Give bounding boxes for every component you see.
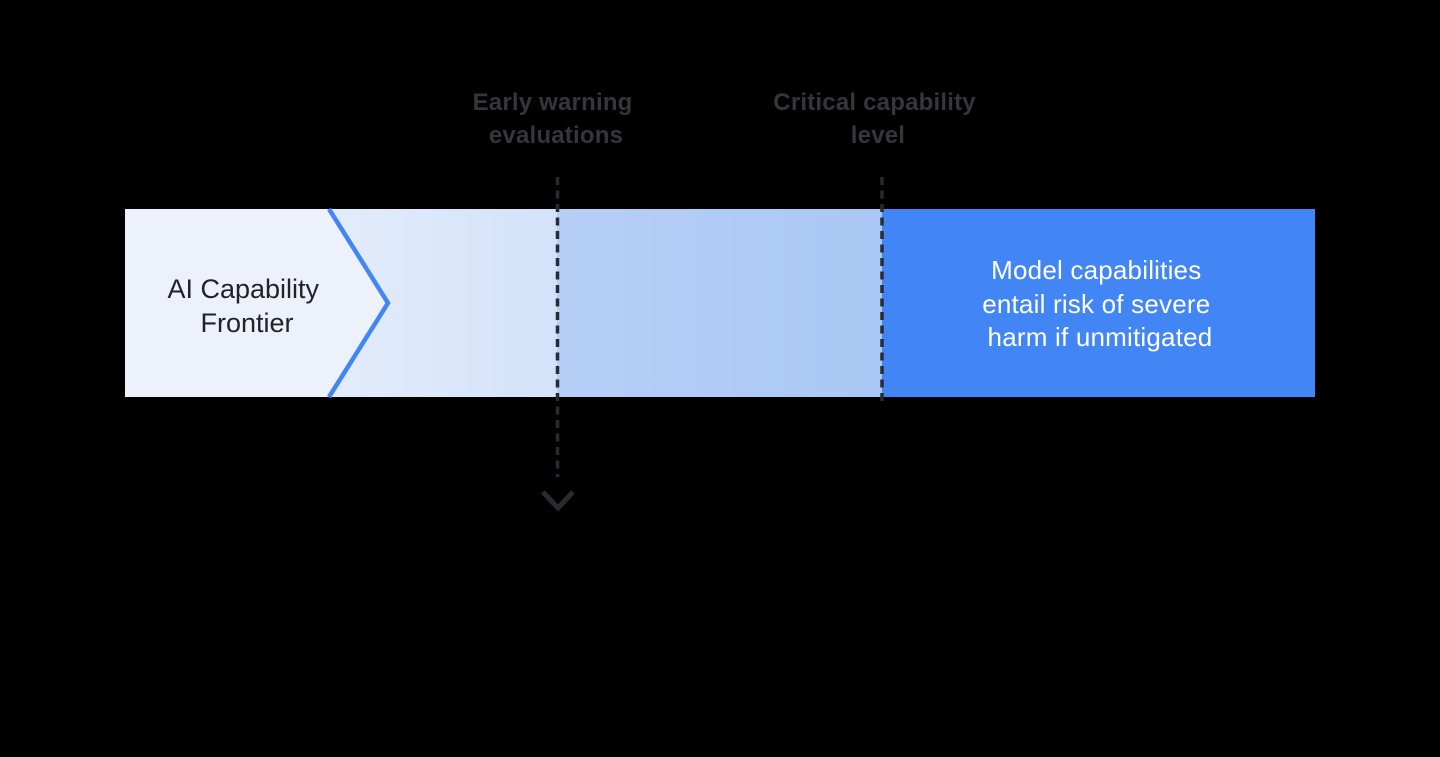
early-warning-marker: Early warning evaluations xyxy=(473,89,640,512)
down-arrow-icon xyxy=(541,490,575,512)
early-warning-label-line1: Early warning xyxy=(473,89,633,116)
risk-label-line2: entail risk of severe xyxy=(982,289,1210,319)
critical-level-label-line2: level xyxy=(851,122,905,149)
frontier-label-line2: Frontier xyxy=(200,308,293,338)
frontier-chevron-outline-icon xyxy=(327,207,391,399)
early-warning-label-line2: evaluations xyxy=(489,122,623,149)
risk-label-line1: Model capabilities xyxy=(991,255,1201,285)
critical-level-label: Critical capability level xyxy=(773,89,982,149)
early-warning-label: Early warning evaluations xyxy=(473,89,640,149)
risk-label-line3: harm if unmitigated xyxy=(988,322,1213,352)
frontier-label-line1: AI Capability xyxy=(167,274,319,304)
critical-zone-risk-label: Model capabilities entail risk of severe… xyxy=(982,255,1218,352)
frontier-chevron-block xyxy=(125,209,388,397)
capability-bar: AI Capability Frontier Model capabilitie… xyxy=(125,207,1315,399)
bar-mid-zone xyxy=(557,209,882,397)
frontier-label: AI Capability Frontier xyxy=(167,274,326,338)
bar-critical-zone xyxy=(882,209,1315,397)
critical-level-label-line1: Critical capability xyxy=(773,89,976,116)
critical-level-marker: Critical capability level xyxy=(773,89,982,402)
